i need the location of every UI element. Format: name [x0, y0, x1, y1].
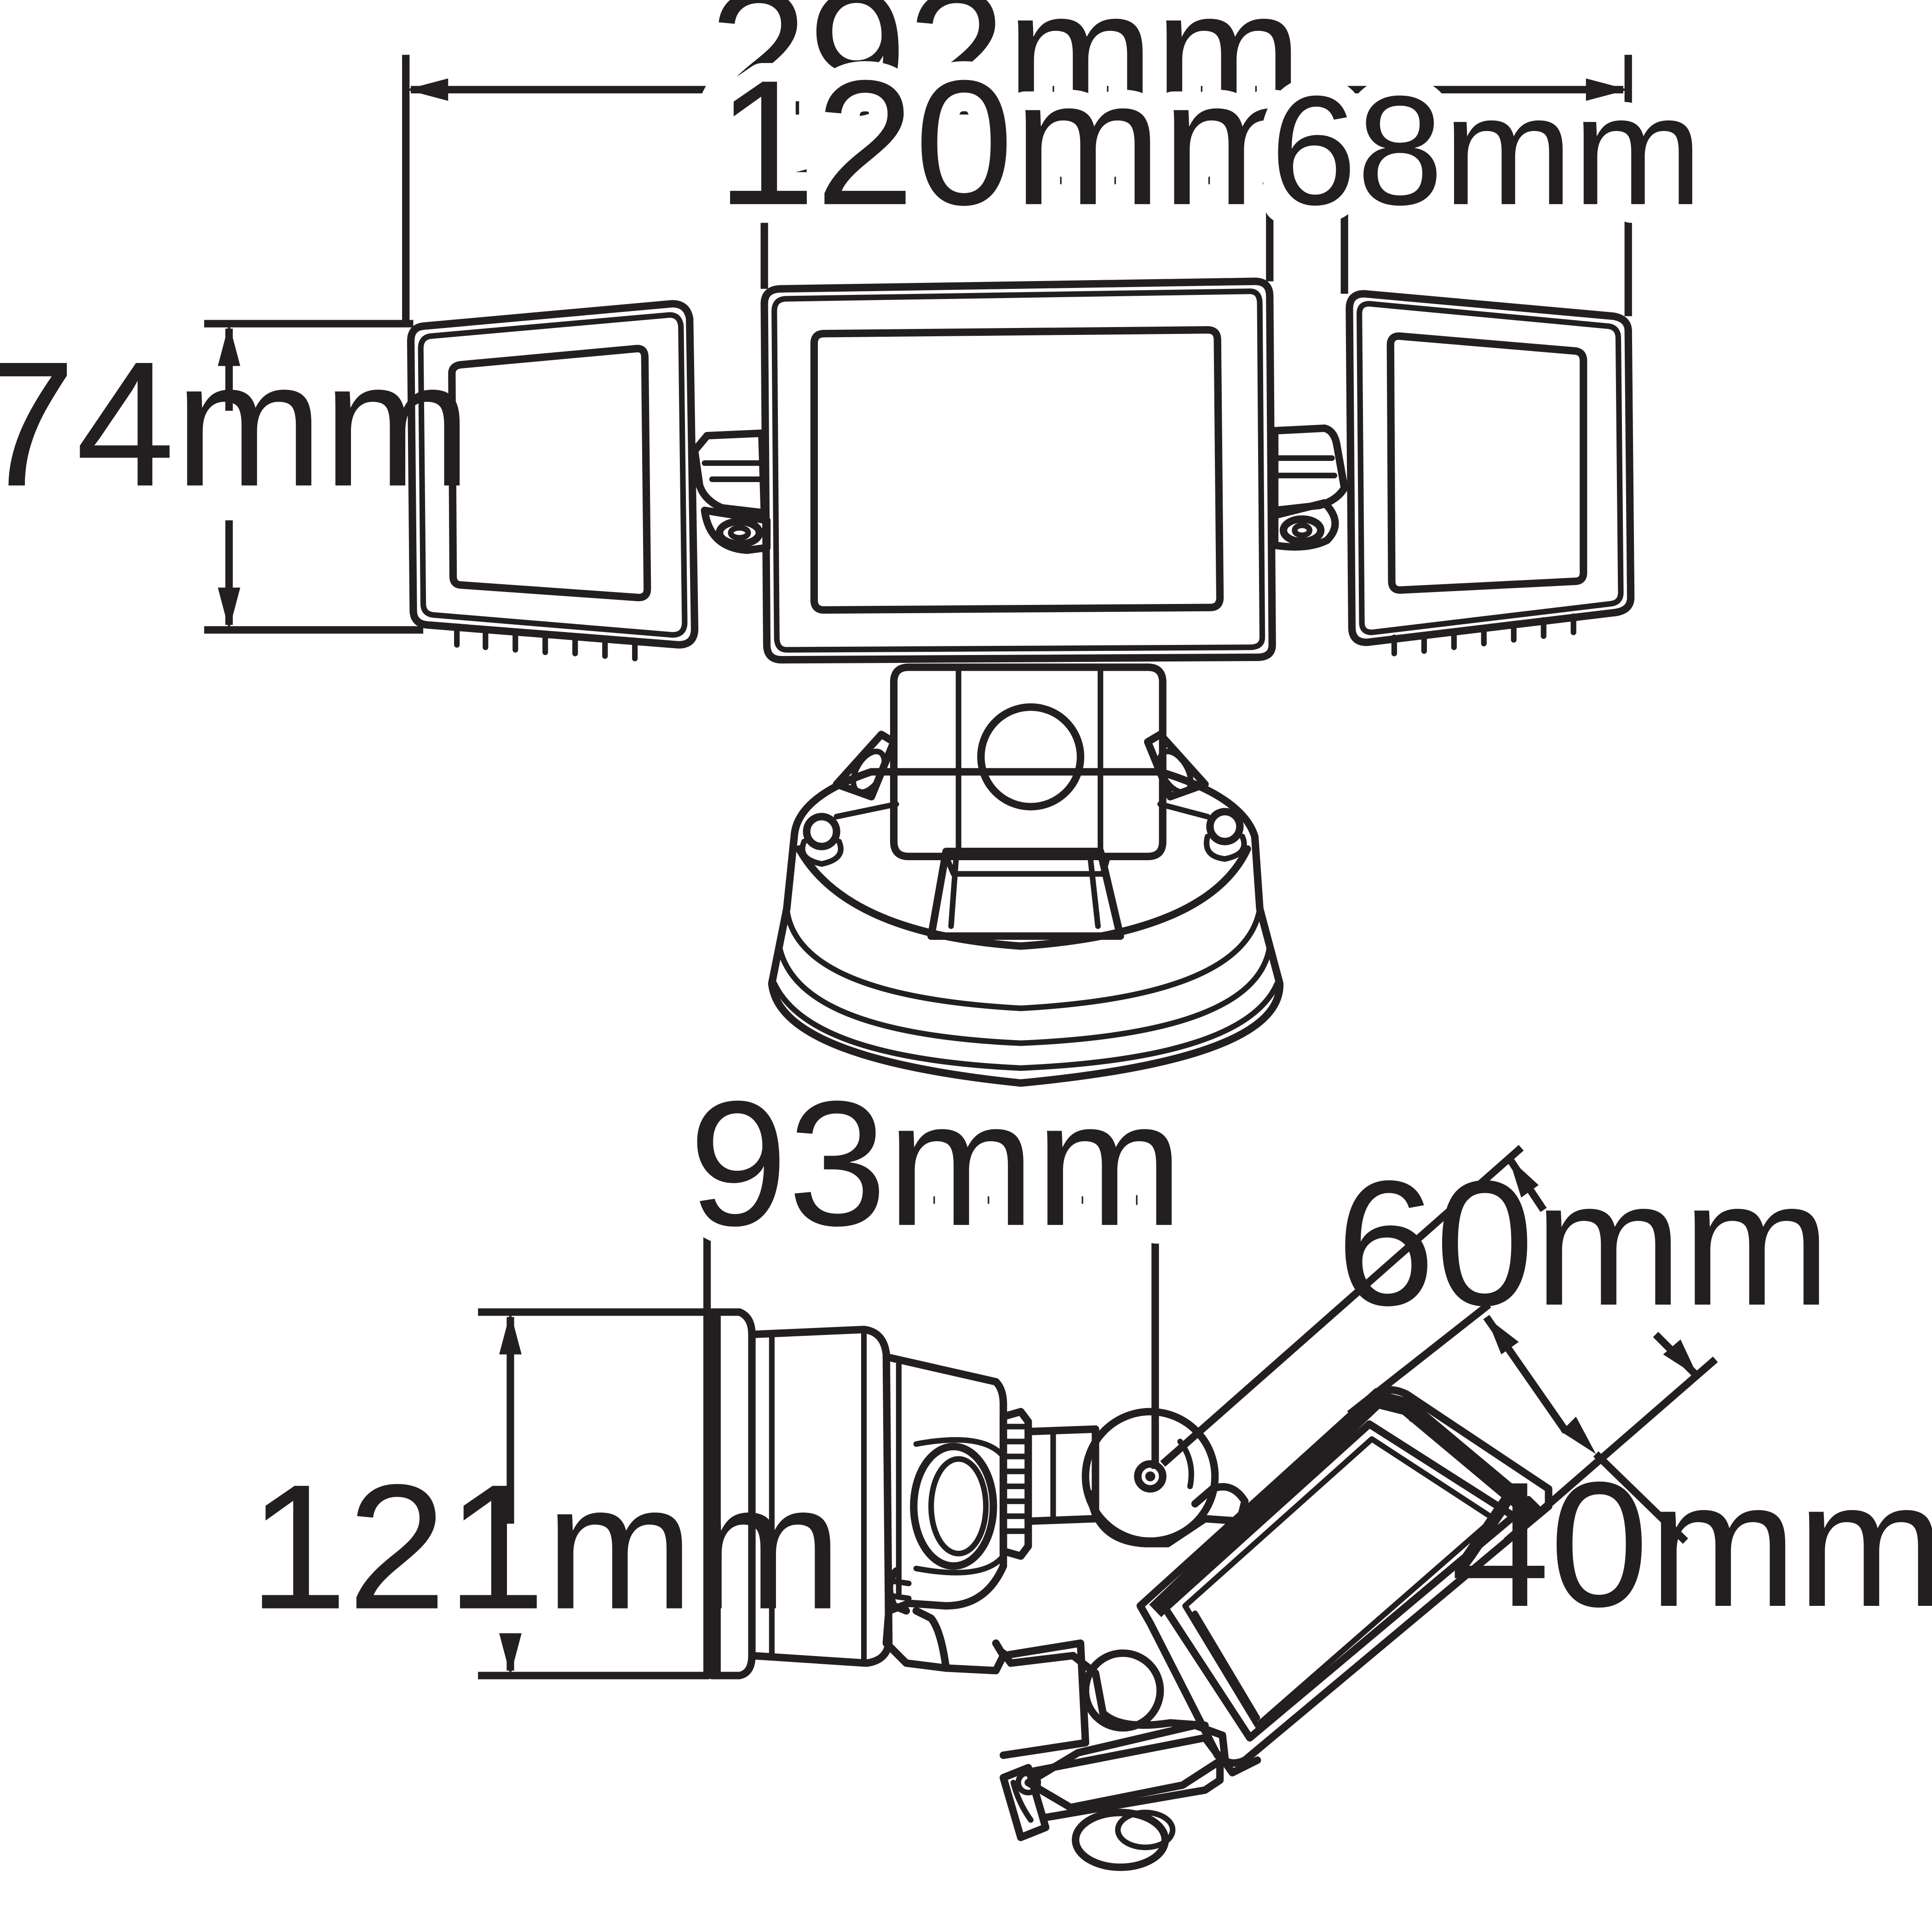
dim-overall-width: 292mm — [709, 0, 1302, 153]
side-lower-arm — [1000, 1639, 1229, 1871]
dim-head-height: 74mm — [0, 325, 472, 523]
side-sensor-lens-icon — [910, 1443, 997, 1570]
dim-center-head-width: 120mm — [717, 44, 1310, 242]
left-hinge-knuckle — [690, 429, 771, 554]
right-hinge-knuckle — [1271, 424, 1348, 551]
left-light-head — [407, 300, 699, 661]
dimension-292mm: 292mm — [402, 0, 1632, 327]
left-head-fins — [454, 626, 638, 661]
dim-side-height: 121mm — [248, 1448, 842, 1646]
side-housing-body — [882, 1353, 1007, 1674]
dimension-68mm: 68mm — [1252, 45, 1721, 294]
dimension-93mm: 93mm — [670, 1046, 1202, 1469]
dim-head-thickness: 40mm — [1451, 1445, 1932, 1644]
side-upper-arm — [1000, 1408, 1249, 1560]
dimension-120mm: 120mm — [698, 25, 1329, 289]
front-view: 292mm 120mm 68mm 74mm — [0, 0, 1721, 1087]
dimension-60mm: 60mm — [1160, 1144, 1831, 1544]
dimension-74mm: 74mm — [0, 320, 472, 634]
dim-head-length: 60mm — [1336, 1144, 1831, 1343]
dim-side-depth: 93mm — [689, 1064, 1183, 1263]
pivot-screw-icon — [1134, 1460, 1167, 1493]
side-view: 93mm 121mm 60mm — [248, 1046, 1932, 1871]
right-light-head — [1346, 290, 1635, 656]
dimension-40mm: 40mm — [1451, 1445, 1932, 1644]
front-motion-sensor — [890, 663, 1167, 877]
right-head-fins — [1391, 613, 1576, 656]
center-light-head — [760, 277, 1276, 664]
dim-side-head-width: 68mm — [1270, 63, 1702, 237]
dimension-121mm: 121mm — [248, 1308, 842, 1679]
front-wall-base — [768, 730, 1284, 1087]
sensor-lens-icon — [977, 703, 1085, 811]
